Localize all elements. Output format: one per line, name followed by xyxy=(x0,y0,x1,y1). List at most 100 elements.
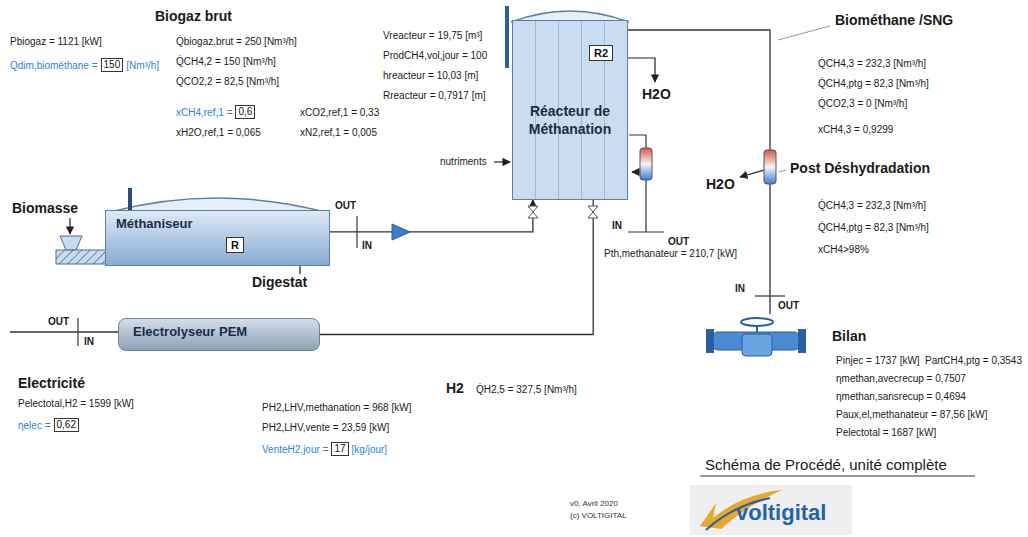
port-label: OUT xyxy=(668,236,689,248)
value-label: Paux,el,methanateur = 87,56 [kW] xyxy=(836,409,987,421)
pipe-connector xyxy=(320,200,593,335)
pipe-flange xyxy=(706,329,714,353)
heat-exchanger xyxy=(764,150,776,184)
version-note: v0, Avril 2020 xyxy=(570,499,618,509)
section-heading: Biogaz brut xyxy=(155,8,232,24)
input-value: 150 xyxy=(101,58,124,72)
methanation-reactor: Réacteur de Méthanation R2 xyxy=(512,20,628,200)
parameter-label: xCH4,ref,1 = xyxy=(176,107,232,119)
node-label: R xyxy=(231,239,239,251)
value-label: Q̇H2,5 = 327,5 [Nm³/h] xyxy=(476,384,577,396)
port-tick xyxy=(755,295,785,296)
cooling-line xyxy=(645,180,646,232)
value-label: PartCH4,ptg = 0,3543 xyxy=(925,355,1022,367)
value-label: Q̇CH4,3 = 232,3 [Nm³/h] xyxy=(818,200,926,212)
value-label: Pbiogaz = 1121 [kW] xyxy=(10,36,102,48)
section-heading: Post Déshydradation xyxy=(790,160,930,176)
leader-line xyxy=(779,170,786,172)
value-label: Q̇biogaz,brut = 250 [Nm³/h] xyxy=(176,36,297,48)
port-label: IN xyxy=(612,220,622,232)
value-label: nutriments xyxy=(440,156,487,168)
port-label: OUT xyxy=(335,200,356,212)
valve-body xyxy=(742,334,772,356)
value-label: xCH4,3 = 0,9299 xyxy=(818,124,893,136)
logo-ground xyxy=(690,485,852,535)
port-tick xyxy=(77,318,78,346)
input-value: 17 xyxy=(331,442,348,456)
value-label: PH2,LHV,methanation = 968 [kW] xyxy=(262,402,411,414)
value-label: xH2O,ref,1 = 0,065 xyxy=(176,127,261,139)
port-label: IN xyxy=(84,336,94,348)
node-label: R2 xyxy=(594,47,608,59)
parameter-label: Qdim,biométhane = xyxy=(10,60,98,72)
water-outlet-arrow xyxy=(740,170,764,177)
value-label: Q̇CH4,3 = 232,3 [Nm³/h] xyxy=(818,58,926,70)
pipe-flange xyxy=(798,329,806,353)
section-heading: H2O xyxy=(642,86,671,102)
port-label: IN xyxy=(362,240,372,252)
parameter-label: ηelec = xyxy=(18,420,51,432)
feed-hopper xyxy=(60,236,82,250)
value-label: PH2,LHV,vente = 23,59 [kW] xyxy=(262,422,389,434)
feed-arrow xyxy=(69,218,70,234)
power-line xyxy=(10,331,118,332)
gas-dome-bar xyxy=(128,188,132,212)
value-label: Q̇CH4,ptg = 82,3 [Nm³/h] xyxy=(818,222,929,234)
value-label: Q̇CH4,ptg = 82,3 [Nm³/h] xyxy=(818,78,929,90)
product-gas-line xyxy=(620,30,770,314)
value-label: Q̇CO2,2 = 82,5 [Nm³/h] xyxy=(176,76,279,88)
feed-auger xyxy=(56,250,106,264)
valve-symbol xyxy=(588,206,598,218)
node-label: Electrolyseur PEM xyxy=(133,319,305,345)
section-heading: Biomasse xyxy=(12,200,78,216)
water-outlet-arrow xyxy=(628,58,655,82)
value-label: Pth,methanateur = 210,7 [kW] xyxy=(604,248,737,260)
value-label: xN2,ref,1 = 0,005 xyxy=(300,127,377,139)
valve-stem xyxy=(756,326,758,332)
valve-symbol xyxy=(528,206,538,218)
value-label: Pinjec = 1737 [kW] xyxy=(836,355,920,367)
flow-triangle xyxy=(392,224,410,240)
parameter-label: VenteH2,jour = xyxy=(262,444,328,456)
heat-exchanger xyxy=(640,148,652,180)
port-label: OUT xyxy=(778,300,799,312)
diagram-title: Schéma de Procédé, unité complète xyxy=(705,456,947,474)
value-label: xCH4>98% xyxy=(818,244,869,256)
version-note: (c) VOLTIGITAL xyxy=(570,511,627,521)
value-label: Vreacteur = 19,75 [m³] xyxy=(383,30,482,42)
digester-tank: MéthaniseurR xyxy=(105,210,330,266)
section-heading: H2O xyxy=(706,176,735,192)
section-heading: Digestat xyxy=(252,274,307,290)
value-label: Q̇CO2,3 = 0 [Nm³/h] xyxy=(818,98,907,110)
value-label: Q̇CH4,2 = 150 [Nm³/h] xyxy=(176,56,276,68)
node-label: Méthaniseur xyxy=(116,216,319,231)
value-label: ηmethan,sansrecup = 0,4694 xyxy=(836,391,966,403)
leader-line xyxy=(778,26,830,40)
electrolyser-box: Electrolyseur PEM xyxy=(118,318,320,351)
port-label: IN xyxy=(735,283,745,295)
reactor-tag: R xyxy=(226,237,244,253)
input-value: 0,62 xyxy=(54,418,79,432)
valve-wheel xyxy=(741,318,773,326)
value-label: xCO2,ref,1 = 0,33 xyxy=(300,107,379,119)
section-heading: H2 xyxy=(446,380,464,396)
cooling-line xyxy=(629,135,646,148)
pipe-connector xyxy=(330,200,533,232)
title-rule xyxy=(700,476,975,477)
port-label: OUT xyxy=(48,316,69,328)
node-label: Réacteur de Méthanation xyxy=(519,103,621,138)
section-heading: Biométhane /SNG xyxy=(835,12,953,28)
port-tick xyxy=(628,231,664,232)
value-label: ProdCH4,vol,jour = 100 xyxy=(383,50,487,62)
value-label: Rreacteur = 0,7917 [m] xyxy=(383,90,486,102)
logo-text: voltigital xyxy=(736,500,826,526)
section-heading: Bilan xyxy=(832,328,866,344)
parameter-label: [Nm³/h] xyxy=(126,60,159,72)
reactor-inlet-bar xyxy=(505,6,509,68)
section-heading: Electricité xyxy=(18,375,85,391)
parameter-label: [kg/jour] xyxy=(352,444,388,456)
input-value: 0,6 xyxy=(235,105,255,119)
digestate-outlet xyxy=(299,266,300,274)
nutrient-arrow xyxy=(494,161,510,162)
value-label: Pelectotal = 1687 [kW] xyxy=(836,427,936,439)
